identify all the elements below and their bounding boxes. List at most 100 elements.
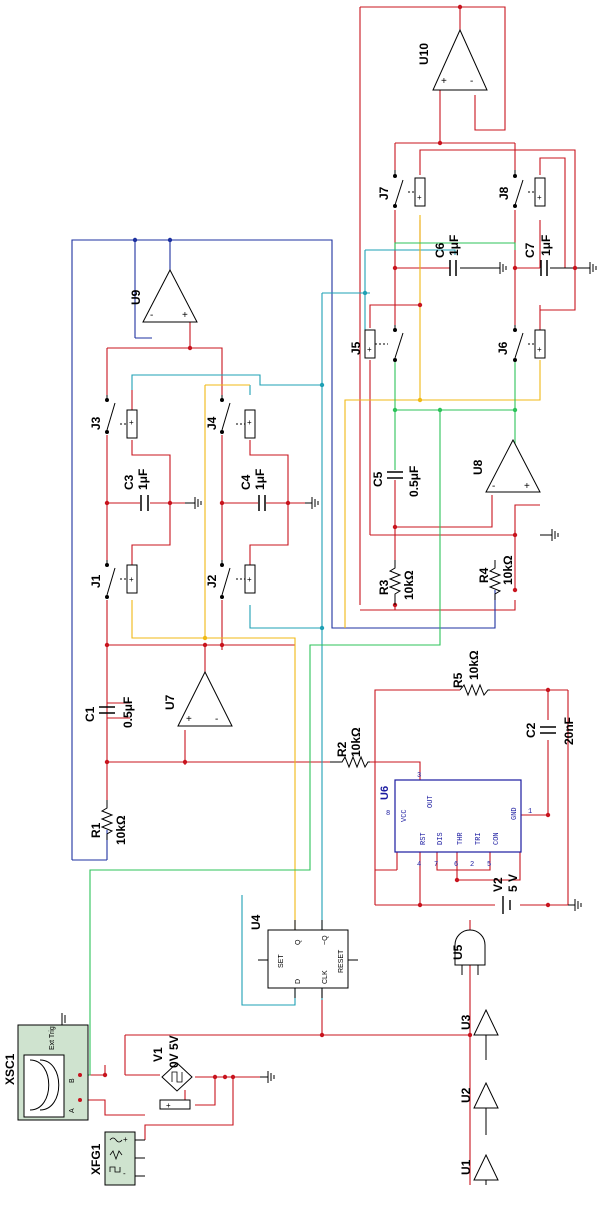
c5-label: C5: [371, 471, 385, 487]
u2-label: U2: [459, 1087, 473, 1103]
j3-plus: +: [129, 418, 134, 427]
pin-num-7: 7: [434, 861, 438, 869]
j6-label: J6: [496, 341, 510, 355]
clock-source-v1: + V1 0V 5V: [151, 1035, 193, 1110]
function-generator-xfg1: + - XFG1: [89, 1131, 145, 1186]
pin-thr: THR: [457, 832, 465, 845]
capacitor-c6: [449, 260, 457, 276]
u10-label: U10: [417, 43, 431, 65]
capacitor-c3: [140, 495, 149, 511]
junctions: [102, 4, 578, 1080]
opamp-u10: + - U10: [417, 28, 488, 91]
u7-minus-pin: -: [215, 714, 218, 725]
j4-label: J4: [205, 416, 219, 430]
relay-j2: [220, 560, 256, 599]
wires-blue: [71, 239, 496, 861]
ff-q: Q: [295, 939, 302, 945]
j8-label: J8: [497, 186, 511, 200]
xfg1-label: XFG1: [89, 1143, 103, 1175]
scope-a: A: [69, 1108, 76, 1113]
u8-label: U8: [471, 459, 485, 475]
relay-j4: [220, 395, 256, 439]
c7-label: C7: [523, 242, 537, 258]
j1-label: J1: [89, 574, 103, 588]
pin-num-4: 4: [417, 861, 421, 869]
c6-label: C6: [433, 242, 447, 258]
u7-plus-pin: +: [186, 714, 192, 725]
c6-value: 1μF: [447, 235, 461, 256]
u3-label: U3: [459, 1014, 473, 1030]
pin-tri: TRI: [475, 832, 483, 845]
buffer-u1: U1: [459, 1153, 499, 1185]
pin-num-3: 3: [417, 772, 421, 780]
u10-minus-pin: -: [470, 76, 473, 87]
buffer-u3: U3: [459, 1008, 499, 1060]
u8-minus-pin: -: [492, 481, 495, 492]
u9-label: U9: [129, 289, 143, 305]
r4-label: R4: [477, 567, 491, 583]
pin-out: OUT: [427, 795, 435, 808]
flipflop-u4: U4 SET Q ~Q D CLK RESET: [249, 914, 358, 998]
pin-dis: DIS: [437, 832, 445, 845]
r1-label: R1: [89, 822, 103, 838]
c1-value: 0.5μF: [121, 697, 135, 728]
u1-label: U1: [459, 1159, 473, 1175]
relay-j5: [364, 325, 404, 362]
u10-plus-pin: +: [441, 76, 447, 87]
v1-value: 0V 5V: [167, 1035, 181, 1068]
timer-555-u6: U6 VCC OUT RST DIS THR TRI CON GND 8 3 1…: [379, 772, 532, 869]
xfg1-minus: -: [123, 1169, 126, 1178]
ff-reset: RESET: [338, 949, 345, 973]
c2-value: 20nF: [562, 717, 576, 745]
v2-label: V2: [491, 877, 505, 892]
ff-set: SET: [278, 954, 285, 968]
c2-label: C2: [524, 722, 538, 738]
c3-label: C3: [122, 474, 136, 490]
r4-value: 10kΩ: [501, 555, 515, 585]
pin-vcc: VCC: [401, 809, 409, 822]
j1-plus: +: [129, 575, 134, 584]
resistor-r5: [459, 683, 490, 697]
battery-v2: [502, 896, 511, 914]
r5-label: R5: [451, 672, 465, 688]
capacitor-c5: [387, 471, 403, 479]
u9-minus-pin: -: [150, 310, 153, 321]
pin-gnd: GND: [511, 807, 519, 820]
capacitor-c1: [99, 706, 115, 714]
j6-plus: +: [537, 345, 542, 354]
buffer-u2: U2: [459, 1081, 499, 1135]
pin-num-1: 1: [528, 808, 532, 816]
capacitor-c2: [540, 726, 556, 734]
resistor-r3: [388, 560, 402, 605]
j4-plus: +: [247, 418, 252, 427]
pin-con: CON: [493, 832, 501, 845]
opamp-u7: + - U7: [163, 670, 233, 727]
junctions-other: [132, 237, 518, 641]
ff-d: D: [295, 979, 302, 984]
j8-plus: +: [537, 193, 542, 202]
capacitor-c7: [540, 260, 548, 276]
wires-green: [79, 242, 516, 1100]
resistor-r1: [100, 800, 114, 840]
j2-label: J2: [205, 574, 219, 588]
pin-num-6: 6: [454, 861, 458, 869]
wires-red: [80, 6, 576, 1185]
j7-plus: +: [417, 193, 422, 202]
u7-label: U7: [163, 694, 177, 710]
relay-j1: [105, 560, 138, 599]
j2-plus: +: [247, 575, 252, 584]
u5-label: U5: [451, 944, 465, 960]
r3-label: R3: [377, 579, 391, 595]
c5-value: 0.5μF: [407, 466, 421, 497]
r1-value: 10kΩ: [114, 815, 128, 845]
oscilloscope-xsc1: Ext Trig A B XSC1: [3, 1024, 89, 1121]
j7-label: J7: [377, 186, 391, 200]
u9-plus-pin: +: [182, 310, 188, 321]
v2-value: 5 V: [506, 874, 520, 892]
u4-label: U4: [249, 914, 263, 930]
u6-label: U6: [379, 786, 391, 800]
j5-plus: +: [367, 345, 372, 354]
c1-label: C1: [83, 706, 97, 722]
relay-j8: [513, 170, 546, 208]
pin-rst: RST: [420, 832, 428, 845]
